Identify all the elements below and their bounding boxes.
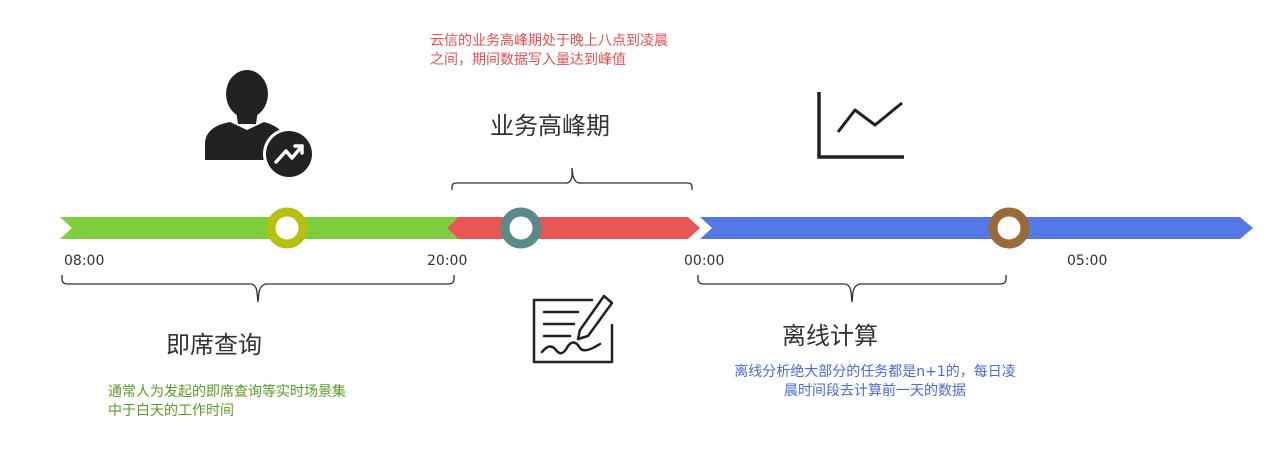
timeline-marker-peak <box>500 207 542 249</box>
timeline-marker-adhoc <box>266 207 308 249</box>
phase-title-offline: 离线计算 <box>782 322 878 350</box>
user-trend-icon <box>205 70 315 180</box>
timeline-segment-peak <box>447 217 700 239</box>
time-label-0000: 00:00 <box>684 253 725 269</box>
line-chart-icon <box>817 92 904 159</box>
brace-offline <box>697 275 1007 303</box>
phase-description-offline: 离线分析绝大部分的任务都是n+1的，每日凌 晨时间段去计算前一天的数据 <box>734 364 1016 399</box>
phase-description-peak: 云信的业务高峰期处于晚上八点到凌晨 之间，期间数据写入量达到峰值 <box>430 33 668 68</box>
timeline-segment-offline <box>700 217 1253 239</box>
time-label-0800: 08:00 <box>64 253 105 269</box>
brace-adhoc <box>61 275 455 303</box>
phase-title-peak: 业务高峰期 <box>490 112 610 140</box>
time-label-0500: 05:00 <box>1067 253 1108 269</box>
brace-peak <box>451 167 693 190</box>
document-signature-icon <box>532 294 614 364</box>
phase-title-adhoc: 即席查询 <box>166 331 262 359</box>
timeline-segment-adhoc <box>60 217 458 239</box>
time-label-2000: 20:00 <box>427 253 468 269</box>
timeline-marker-offline <box>988 207 1030 249</box>
phase-description-adhoc: 通常人为发起的即席查询等实时场景集 中于白天的工作时间 <box>108 384 346 419</box>
